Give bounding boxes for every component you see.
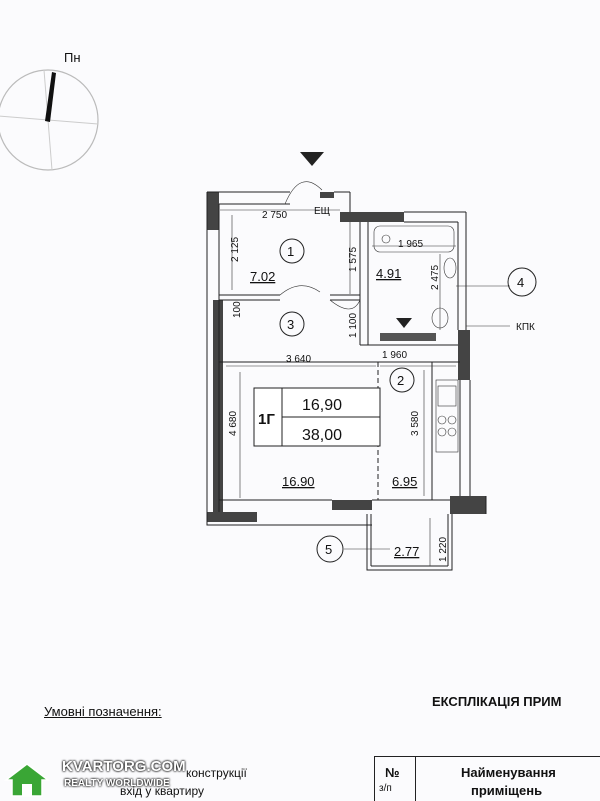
- north-arrow-icon: [45, 72, 56, 122]
- col-name-header: Найменування: [461, 765, 556, 780]
- living-area: 16,90: [302, 397, 342, 414]
- legend-construction: конструкції: [186, 766, 247, 780]
- dim-kitchen-vertical: 3 580: [410, 411, 421, 436]
- room-area-3: 16.90: [282, 474, 315, 489]
- room-marker-4: 4: [507, 267, 537, 297]
- bathtub-icon: [373, 225, 455, 253]
- dim-left-lower: 4 680: [228, 411, 239, 436]
- legend-entrance: вхід у квартиру: [120, 784, 205, 798]
- interior-walls: [219, 181, 460, 571]
- svg-text:2: 2: [397, 373, 404, 388]
- table-column-divider: [415, 757, 416, 801]
- house-logo-icon: [4, 763, 50, 797]
- dim-top-width: 2 750: [262, 210, 287, 221]
- room-marker-3: 3: [279, 311, 305, 337]
- col-number-header: №: [385, 765, 400, 780]
- room-marker-2: 2: [389, 367, 415, 393]
- dim-wall-thickness: 100: [232, 301, 243, 318]
- stove-burner-icon: [437, 415, 447, 425]
- dim-row-right: 1 960: [382, 350, 407, 361]
- kpk-label: КПК: [516, 322, 535, 333]
- dim-bath-vertical: 2 475: [430, 265, 441, 290]
- kitchen-fixtures: [435, 379, 459, 453]
- svg-text:4: 4: [517, 275, 524, 290]
- apartment-summary-box: 1Г 16,90 38,00: [253, 387, 381, 447]
- legend-title: Умовні позначення:: [44, 704, 162, 719]
- dim-left-upper: 2 125: [230, 237, 241, 262]
- entrance-arrow-icon: [300, 152, 324, 166]
- elevator-label: ЕЩ: [314, 206, 330, 217]
- dim-corridor-vertical: 1 100: [348, 313, 359, 338]
- dimension-lines: [220, 209, 510, 566]
- watermark-name: KVARTORG.COM: [62, 758, 186, 775]
- room-area-5: 2.77: [394, 544, 419, 559]
- col-name-subheader: приміщень: [471, 783, 543, 798]
- vent-arrow-icon: [396, 318, 412, 328]
- room-area-2: 6.95: [392, 474, 417, 489]
- total-area: 38,00: [302, 427, 342, 444]
- svg-text:5: 5: [325, 542, 332, 557]
- apartment-type: 1Г: [258, 411, 275, 428]
- sink-icon: [443, 257, 457, 279]
- watermark: KVARTORG.COM REALTY WORLDWIDE: [4, 758, 204, 800]
- col-number-subheader: з/п: [379, 783, 392, 794]
- svg-text:3: 3: [287, 317, 294, 332]
- explication-title: ЕКСПЛІКАЦІЯ ПРИМ: [432, 694, 562, 709]
- dim-balcony-vertical: 1 220: [438, 537, 449, 562]
- walls: [206, 191, 487, 526]
- svg-text:1: 1: [287, 244, 294, 259]
- room-marker-1: 1: [279, 238, 305, 264]
- room-marker-5: 5: [316, 535, 344, 563]
- north-label: Пн: [64, 50, 81, 65]
- compass: Пн: [0, 50, 99, 171]
- room-area-1: 7.02: [250, 269, 275, 284]
- dim-bath-width: 1 965: [398, 239, 423, 250]
- room-area-4: 4.91: [376, 266, 401, 281]
- dim-mid-vertical: 1 575: [348, 247, 359, 272]
- dim-row-left: 3 640: [286, 354, 311, 365]
- explication-table: № з/п Найменування приміщень: [374, 756, 600, 801]
- watermark-subtitle: REALTY WORLDWIDE: [64, 778, 170, 789]
